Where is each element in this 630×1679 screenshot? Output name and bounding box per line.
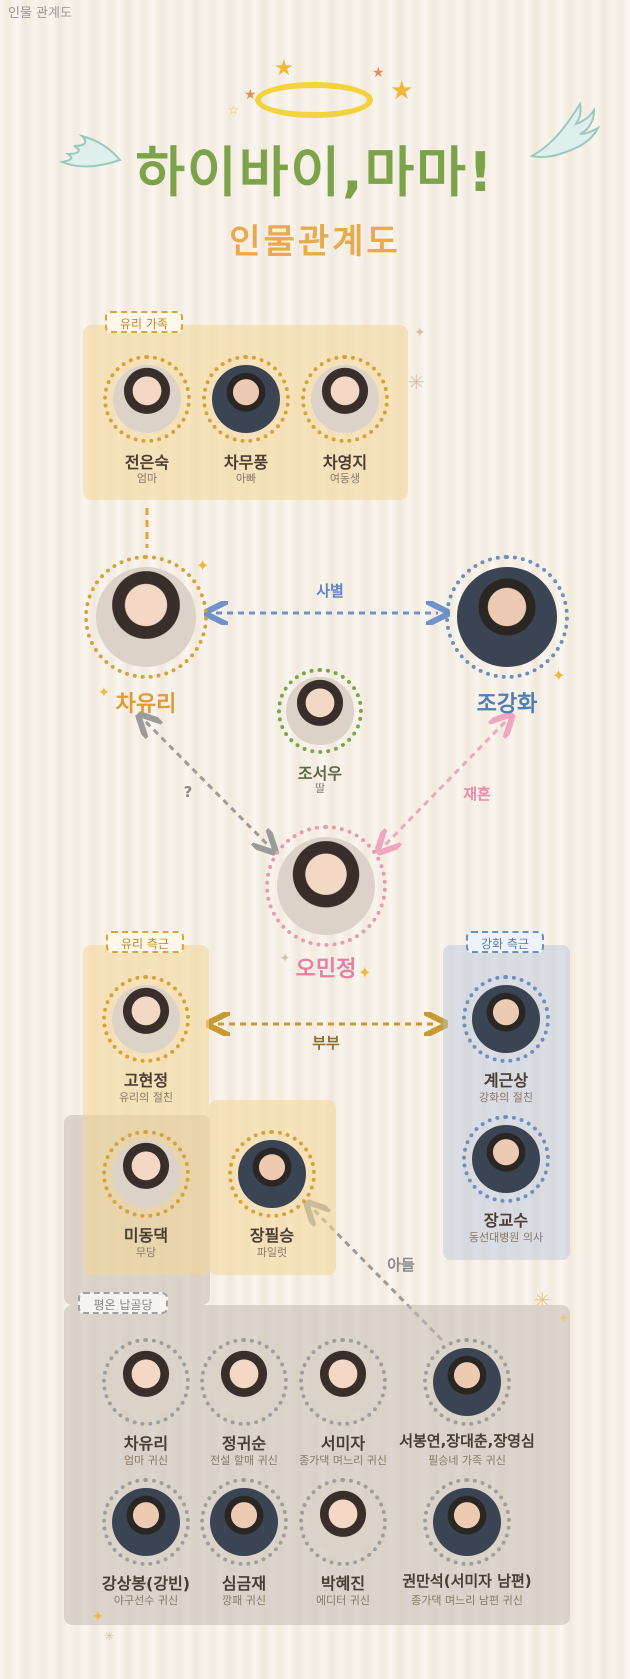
kanghwa-side-tag: 강화 측근	[466, 931, 544, 953]
person-name: 장필승	[222, 1222, 322, 1246]
person-role: 여동생	[295, 470, 395, 486]
avatar	[102, 1338, 190, 1426]
avatar-kanghwa	[445, 555, 569, 679]
seowoo-role: 딸	[270, 780, 370, 796]
avatar	[301, 355, 389, 443]
person-role: 강화의 절친	[452, 1089, 560, 1105]
unknown-label: ?	[176, 783, 200, 801]
avatar	[423, 1338, 511, 1426]
person-role: 아빠	[196, 470, 296, 486]
person-role: 엄마	[97, 470, 197, 486]
person-name: 미동댁	[96, 1222, 196, 1246]
person-role: 에디터 귀신	[283, 1592, 403, 1608]
kanghwa-name: 조강화	[437, 686, 577, 718]
avatar	[200, 1478, 288, 1566]
avatar	[299, 1338, 387, 1426]
avatar	[102, 1130, 190, 1218]
person-name: 계근상	[456, 1067, 556, 1091]
sparkle-icon: ✦	[196, 558, 209, 574]
avatar	[102, 975, 190, 1063]
person-name: 서봉연,장대춘,장영심	[387, 1430, 547, 1451]
person-name: 권만석(서미자 남편)	[392, 1570, 542, 1591]
person-role: 종가댁 며느리 귀신	[283, 1452, 403, 1468]
avatar-yuri	[84, 555, 208, 679]
sparkle-icon: ✦	[414, 326, 426, 340]
sparkle-icon: ✦	[358, 965, 371, 981]
son-label: 아들	[376, 1254, 426, 1275]
avatar	[102, 1478, 190, 1566]
person-role: 파일럿	[222, 1244, 322, 1260]
person-role: 동선대병원 의사	[446, 1229, 566, 1245]
remarriage-label: 재혼	[452, 783, 502, 804]
person-name: 서미자	[283, 1430, 403, 1454]
person-name: 고현정	[96, 1067, 196, 1091]
separation-label: 사별	[300, 580, 360, 601]
person-name: 장교수	[456, 1207, 556, 1231]
person-name: 박혜진	[283, 1570, 403, 1594]
avatar	[228, 1130, 316, 1218]
sparkle-icon: ✦	[98, 686, 110, 700]
avatar-minjeong	[265, 825, 387, 947]
minjeong-name: 오민정	[256, 951, 396, 983]
couple-label: 부부	[306, 1032, 346, 1053]
avatar	[299, 1478, 387, 1566]
avatar	[200, 1338, 288, 1426]
avatar	[462, 1115, 550, 1203]
sparkle-icon: ✦	[92, 1610, 104, 1624]
person-role: 무당	[96, 1244, 196, 1260]
yuri-side-tag: 유리 측근	[106, 931, 184, 953]
sparkle-icon: ✳	[104, 1630, 114, 1642]
person-role: 필승네 가족 귀신	[387, 1452, 547, 1468]
sparkle-icon: ✳	[534, 1290, 551, 1310]
person-role: 종가댁 며느리 남편 귀신	[387, 1592, 547, 1608]
person-role: 유리의 절친	[92, 1089, 200, 1105]
yuri-family-tag: 유리 가족	[105, 311, 183, 333]
sparkle-icon: ✦	[280, 952, 290, 964]
avatar	[462, 975, 550, 1063]
avatar	[103, 355, 191, 443]
sparkle-icon: ✳	[408, 372, 425, 392]
ghosts-tag: 평온 납골당	[78, 1292, 168, 1314]
avatar	[423, 1478, 511, 1566]
yuri-name: 차유리	[76, 686, 216, 718]
sparkle-icon: ✦	[558, 1312, 570, 1326]
avatar	[202, 355, 290, 443]
unknown-arrow	[146, 722, 268, 845]
sparkle-icon: ✦	[552, 668, 565, 684]
avatar-seowoo	[277, 668, 363, 754]
